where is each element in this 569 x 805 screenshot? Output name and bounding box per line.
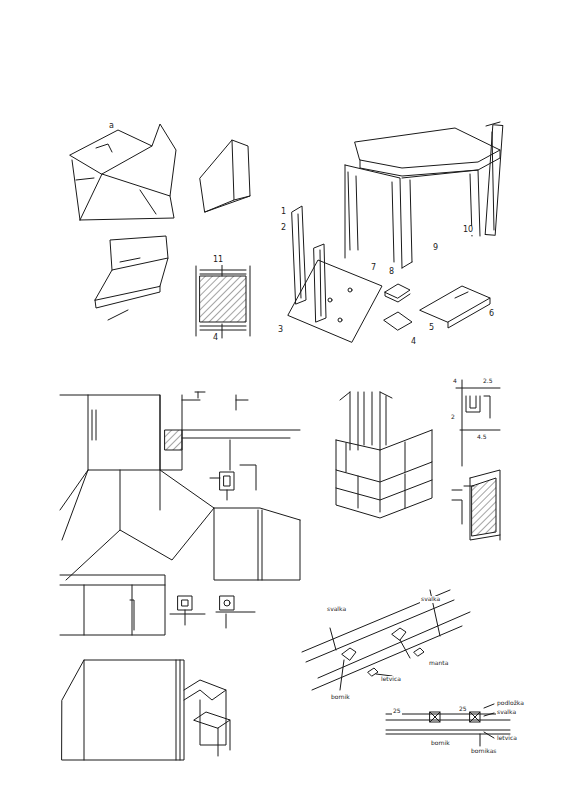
note-label: svalka	[496, 709, 517, 716]
dimension-label: 2.5	[482, 378, 494, 385]
folded-plate-sketch	[70, 124, 176, 220]
callout-letter: a	[108, 122, 115, 131]
note-label: bornik	[330, 694, 351, 701]
note-label: podložka	[496, 700, 525, 707]
note-label: letvica	[380, 676, 402, 683]
section-detail	[196, 262, 250, 338]
callout-number: 11	[212, 256, 224, 265]
callout-number: 8	[388, 268, 395, 277]
channel-detail	[452, 380, 500, 540]
callout-number: 9	[432, 244, 439, 253]
callout-number: 5	[428, 324, 435, 333]
ramp-sketch	[95, 236, 168, 320]
callout-number: 6	[488, 310, 495, 319]
dimension-label: 4	[452, 378, 458, 385]
callout-number: 4	[410, 338, 417, 347]
note-label: manta	[428, 660, 449, 667]
note-label: letvica	[496, 735, 518, 742]
callout-number: 3	[277, 326, 284, 335]
note-label: bornik	[430, 740, 451, 747]
roof-section-strip	[386, 704, 510, 746]
callout-number: 1	[280, 208, 287, 217]
note-label: svalka	[326, 606, 347, 613]
room-perspective	[60, 392, 300, 635]
roof-batten-detail	[302, 590, 470, 690]
callout-number: 7	[370, 264, 377, 273]
exploded-assembly	[288, 122, 503, 342]
dimension-label: 25	[458, 706, 468, 713]
folded-panel-sketch	[200, 140, 250, 212]
note-label: bornikas	[470, 748, 497, 755]
dimension-label: 25	[392, 708, 402, 715]
callout-number: 4	[212, 334, 219, 343]
callout-number: 10	[462, 226, 474, 235]
callout-number: 2	[280, 224, 287, 233]
column-detail	[336, 392, 432, 518]
dimension-label: 2	[450, 414, 456, 421]
note-label: svalka	[420, 596, 441, 603]
building-sketch	[62, 660, 230, 760]
dimension-label: 4.5	[476, 434, 488, 441]
